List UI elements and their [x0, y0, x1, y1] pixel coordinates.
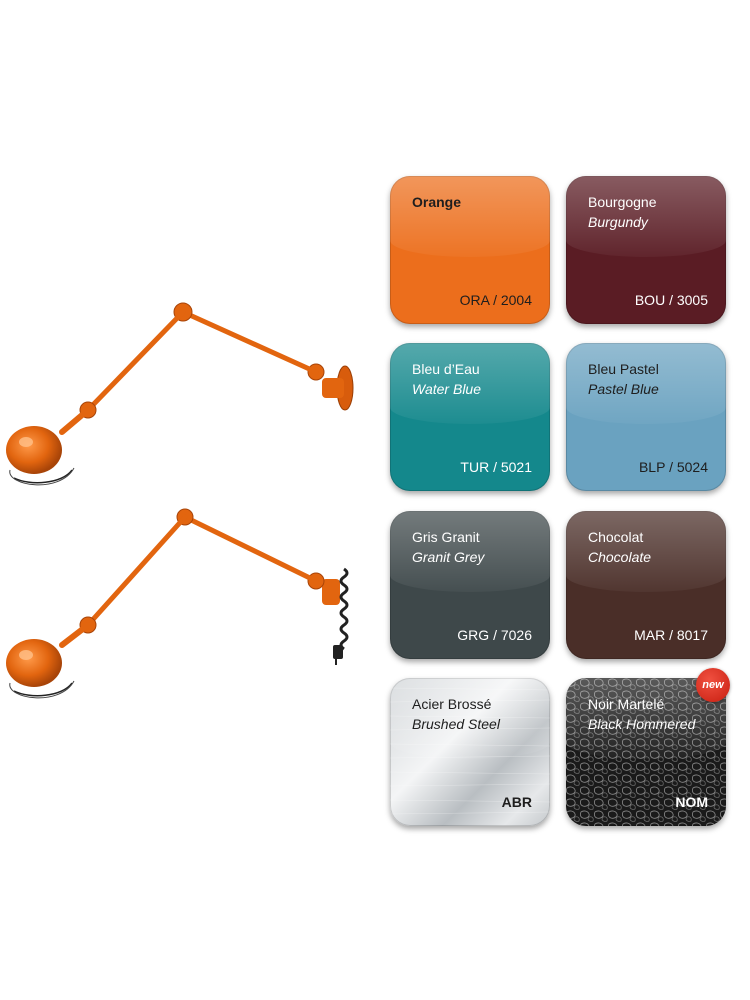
swatch-name-en: Chocolate	[588, 549, 652, 565]
hammered-texture	[566, 678, 726, 826]
swatch-code: GRG / 7026	[457, 627, 532, 643]
wall-lamp-icon	[6, 302, 354, 486]
swatch-name-en: Burgundy	[588, 214, 648, 230]
swatch-water-blue[interactable]: Bleu d’Eau Water Blue TUR / 5021	[390, 343, 550, 491]
brushed-texture	[390, 687, 550, 815]
swatch-name: Acier Brossé	[412, 696, 492, 712]
swatch-code: MAR / 8017	[634, 627, 708, 643]
swatch-name-en: Granit Grey	[412, 549, 485, 565]
swatch-name: Bleu Pastel	[588, 361, 659, 377]
swatch-name: Noir Martelé	[588, 696, 665, 712]
plug-lamp-icon	[6, 508, 349, 699]
swatch-code: BOU / 3005	[634, 292, 708, 308]
swatch-code: ABR	[501, 794, 532, 810]
swatch-brushed-steel[interactable]: Acier Brossé Brushed Steel ABR	[390, 678, 550, 826]
swatch-code: NOM	[675, 794, 708, 810]
swatch-name-en: Brushed Steel	[412, 716, 500, 732]
swatch-code: BLP / 5024	[638, 459, 708, 475]
swatch-black-hammered[interactable]: Noir Martelé Black Hommered NOM	[566, 678, 726, 826]
swatch-orange[interactable]: Orange ORA / 2004	[390, 176, 550, 324]
swatch-code: ORA / 2004	[459, 292, 532, 308]
swatch-pastel-blue[interactable]: Bleu Pastel Pastel Blue BLP / 5024	[566, 343, 726, 491]
swatch-name-en: Pastel Blue	[588, 381, 659, 397]
swatch-burgundy[interactable]: Bourgogne Burgundy BOU / 3005	[566, 176, 726, 324]
swatch-name-en: Water Blue	[412, 381, 481, 397]
new-badge: new	[696, 668, 730, 702]
swatch-name: Bourgogne	[588, 194, 657, 210]
swatch-code: TUR / 5021	[460, 459, 532, 475]
swatch-name: Bleu d’Eau	[412, 361, 480, 377]
swatch-chocolate[interactable]: Chocolat Chocolate MAR / 8017	[566, 511, 726, 659]
swatch-name: Chocolat	[588, 529, 644, 545]
swatch-granit-grey[interactable]: Gris Granit Granit Grey GRG / 7026	[390, 511, 550, 659]
swatch-name: Gris Granit	[412, 529, 480, 545]
swatch-name: Orange	[412, 194, 462, 210]
swatch-name-en: Black Hommered	[588, 716, 696, 732]
